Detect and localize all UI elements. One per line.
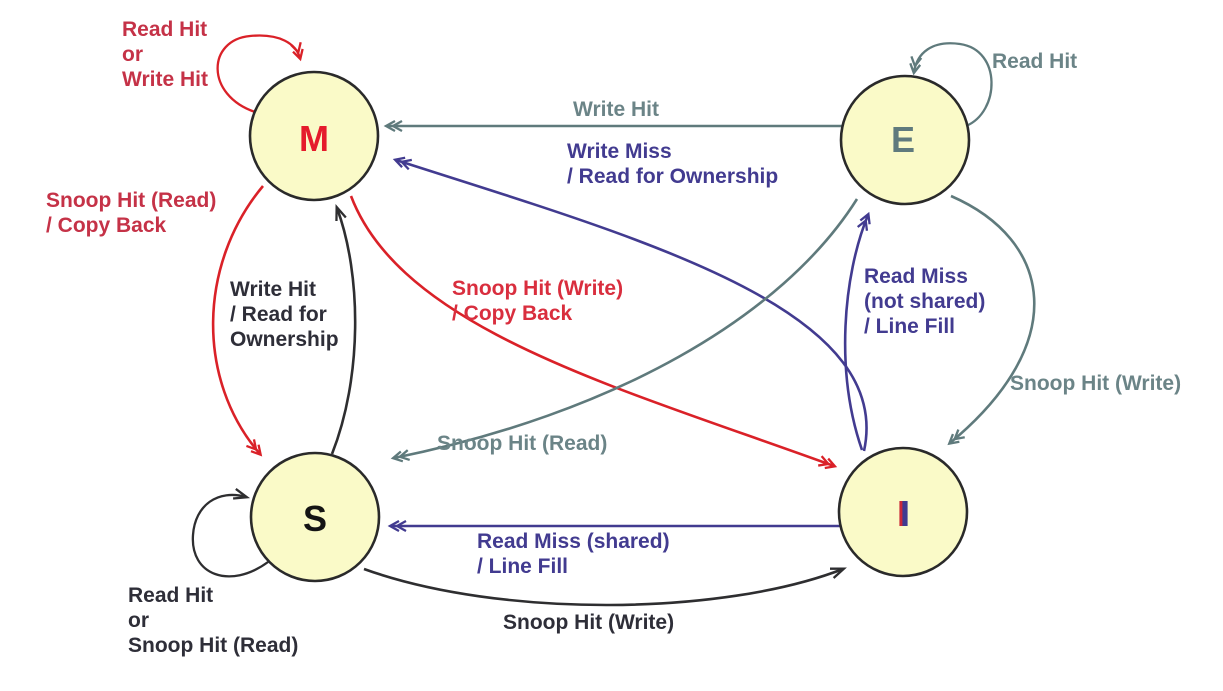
edge-label-write-hit: Write Hit <box>573 98 659 121</box>
edge-label-m-read-or-write-hit: Read Hit or Write Hit <box>122 18 208 91</box>
edge-label-write-hit-rfo: Write Hit / Read for Ownership <box>230 278 339 351</box>
state-label-s: S <box>302 498 327 539</box>
edge-s-to-m <box>330 204 357 455</box>
edge-e-selfloop <box>909 42 993 128</box>
edge-m-to-s <box>211 185 264 457</box>
edge-label-read-hit-or-snoop-hit-read: Read Hit or Snoop Hit (Read) <box>128 584 299 657</box>
edge-e-to-s <box>390 198 859 463</box>
edge-label-snoop-hit-read-copy-back: Snoop Hit (Read) / Copy Back <box>46 189 217 237</box>
edge-e-to-i <box>947 194 1036 446</box>
edge-label-read-miss-not-shared: Read Miss (not shared) / Line Fill <box>864 265 986 338</box>
edge-label-snoop-hit-write-bottom: Snoop Hit (Write) <box>503 611 675 634</box>
edge-i-to-e <box>843 211 871 451</box>
state-node-e <box>839 74 971 206</box>
edge-label-snoop-hit-read: Snoop Hit (Read) <box>437 432 608 455</box>
edge-label-write-miss-rfo: Write Miss / Read for Ownership <box>567 140 779 188</box>
edge-label-snoop-hit-write-copy-back: Snoop Hit (Write) / Copy Back <box>452 277 624 325</box>
state-node-i <box>837 446 969 578</box>
edge-i-to-m <box>392 156 868 452</box>
edge-m-selfloop <box>216 34 304 114</box>
state-label-i: I <box>899 493 910 534</box>
edge-s-to-i <box>363 567 847 607</box>
state-node-m <box>248 70 380 202</box>
edge-label-snoop-hit-write-right: Snoop Hit (Write) <box>1010 372 1182 395</box>
state-label-e: E <box>890 119 915 160</box>
edge-label-read-miss-shared: Read Miss (shared) / Line Fill <box>477 530 670 578</box>
state-node-s <box>249 451 381 583</box>
edge-m-to-i <box>349 195 838 470</box>
state-label-m: M <box>299 118 329 159</box>
edge-s-selfloop <box>191 487 269 578</box>
edge-label-read-hit: Read Hit <box>992 50 1078 73</box>
